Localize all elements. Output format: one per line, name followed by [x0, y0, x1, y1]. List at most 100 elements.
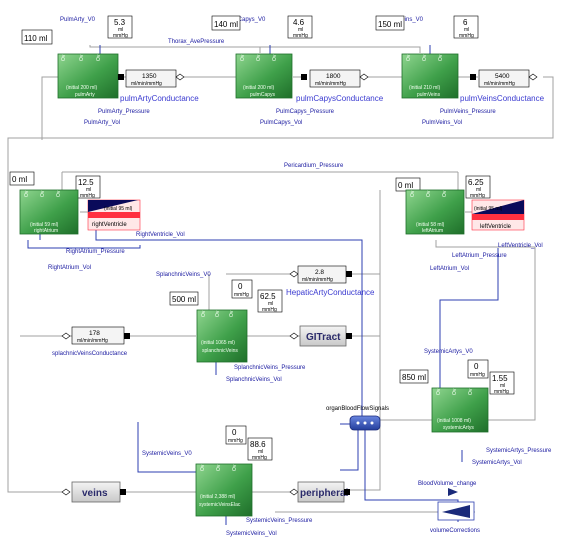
systemicartys-compliance-unit-top: ml	[500, 383, 505, 389]
systemicveins-port-tag-1: Ov	[200, 464, 206, 471]
leftventricle-initial: (initial 95 ml)	[474, 206, 503, 212]
pulmveins-v0-value: 150 ml	[378, 20, 402, 29]
systemicveins-compliance-unit-bottom: mmHg	[252, 455, 267, 461]
pulmveins-compliance-unit-top: ml	[464, 27, 469, 33]
splanchnicveins-component[interactable]: SplanchnicVeins_V0 500 ml 0 mmHg 62.5 ml…	[156, 272, 306, 383]
splanchnicveins-compliance-unit-top: ml	[268, 301, 273, 307]
splanchnicveins-port-tag-2: Ov	[215, 310, 221, 317]
splanchnicveins-ext-unit: mmHg	[234, 292, 249, 298]
pulmcapysconductance-value: 1800	[326, 73, 341, 80]
leftatrium-port-tag-1: Ov	[410, 190, 416, 197]
organbloodflowsignals-bus[interactable]: organBloodFlowSignals	[326, 406, 389, 431]
rightventricle-initial: (initial 95 ml)	[104, 206, 133, 212]
gitract-label: GITract	[306, 332, 341, 343]
leftventricle-component[interactable]: (initial 95 ml) leftVentricle LeftVentri…	[471, 199, 543, 249]
splanchnicveins-ext-value: 0	[238, 282, 243, 291]
pulmveinsconductance-component[interactable]: 5400 ml/min/mmHg pulmVeinsConductance	[460, 69, 545, 103]
splanchnicveins-vol-label: SplanchnicVeins_Vol	[226, 377, 282, 383]
volumecorrections-component[interactable]: BloodVolume_change volumeCorrections	[418, 481, 480, 534]
rightatrium-initial: (initial 59 ml)	[30, 222, 59, 228]
splanchnicveins-pressure-label: SplanchnicVeins_Pressure	[234, 365, 306, 371]
pulmarty-compliance-unit-top: ml	[118, 27, 123, 33]
systemicartys-component[interactable]: SystemicArtys_V0 850 ml 0 mmHg 1.55 ml m…	[399, 349, 552, 466]
pulmcapys-compliance-unit-top: ml	[298, 27, 303, 33]
systemicartys-pressure-label: SystemicArtys_Pressure	[486, 448, 552, 454]
systemicartys-port-tag-2: Ov	[452, 388, 458, 395]
rightventricle-component[interactable]: (initial 95 ml) rightVentricle RightVent…	[87, 199, 185, 238]
gitract-block[interactable]: GITract	[289, 325, 352, 347]
pulmveins-port-tag-3: Ov	[438, 54, 444, 61]
pulmcapys-port-tag-2: Ov	[256, 54, 262, 61]
pulmveins-port-tag-1: Ov	[406, 54, 412, 61]
systemicveins-pressure-label: SystemicVeins_Pressure	[246, 518, 313, 524]
pulmcapys-component[interactable]: 140 ml 4.6 ml mmHg Ov Ov Ov (initial 200…	[211, 15, 335, 126]
pulmcapys-initial: (initial 200 ml)	[243, 85, 274, 91]
systemicveins-name: systemicVeinsElac	[199, 502, 241, 508]
leftatrium-name: leftAtrium	[422, 228, 443, 234]
pulmveins-port-tag-2: Ov	[422, 54, 428, 61]
systemicveins-ext-value: 0	[232, 428, 237, 437]
systemicveins-compliance-value: 88.6	[250, 440, 266, 449]
splachnicveinsconductance-name: splachnicVeinsConductance	[52, 351, 128, 357]
splachnicveinsconductance-component[interactable]: 178 ml/min/mmHg splachnicVeinsConductanc…	[52, 326, 130, 357]
hepaticartyconductance-component[interactable]: 2.8 ml/min/mmHg HepaticArtyConductance	[286, 265, 375, 297]
pulmveins-compliance-unit-bottom: mmHg	[459, 33, 474, 39]
splanchnicveins-v0-label: SplanchnicVeins_V0	[156, 272, 211, 278]
rightatrium-compliance-value: 12.5	[78, 178, 94, 187]
pulmartyconductance-value: 1350	[142, 73, 157, 80]
leftventricle-vol-label: LeftVentricle_Vol	[498, 243, 543, 249]
grey-wires	[7, 45, 554, 513]
pulmarty-pressure-label: PulmArty_Pressure	[98, 109, 150, 115]
leftatrium-port-tag-3: Ov	[442, 190, 448, 197]
systemicartys-name: systemicArtys	[443, 425, 474, 431]
pulmarty-component[interactable]: 110 ml 5.3 ml mmHg Ov Ov Ov (initial 200…	[21, 15, 150, 126]
systemicartys-v0-label: SystemicArtys_V0	[424, 349, 473, 355]
pulmarty-compliance-unit-bottom: mmHg	[113, 33, 128, 39]
systemicveins-ext-unit: mmHg	[228, 438, 243, 444]
systemicveins-vol-label: SystemicVeins_Vol	[226, 531, 277, 537]
pulmveins-component[interactable]: 150 ml 6 ml mmHg Ov Ov Ov (initial 210 m…	[375, 15, 496, 126]
pulmcapysconductance-unit: ml/min/mmHg	[315, 81, 346, 87]
rightatrium-v0-value: 0 ml	[12, 175, 27, 184]
systemicveins-port-tag-3: Ov	[232, 464, 238, 471]
pulmveins-vol-label: PulmVeins_Vol	[422, 120, 462, 126]
systemicartys-vol-label: SystemicArtys_Vol	[472, 460, 522, 466]
pulmcapysconductance-component[interactable]: 1800 ml/min/mmHg pulmCapysConductance	[296, 69, 384, 103]
systemicartys-ext-value: 0	[474, 362, 479, 371]
systemicartys-port-tag-3: Ov	[468, 388, 474, 395]
leftatrium-vol-label: LeftAtrium_Vol	[430, 266, 469, 272]
pulmarty-port-tag-2: Ov	[79, 54, 85, 61]
systemicveinselac-component[interactable]: SystemicVeins_V0 0 mmHg 88.6 ml mmHg Ov …	[142, 425, 313, 537]
hepaticartyconductance-unit: ml/min/mmHg	[302, 277, 333, 283]
rightatrium-component[interactable]: 0 ml 12.5 ml mmHg Ov Ov Ov (initial 59 m…	[9, 171, 125, 271]
pulmveins-compliance-value: 6	[463, 18, 468, 27]
leftatrium-compliance-unit-bottom: mmHg	[470, 193, 485, 199]
splanchnicveins-port-tag-1: Ov	[201, 310, 207, 317]
pulmarty-initial: (initial 200 ml)	[66, 85, 97, 91]
pulmveins-initial: (initial 210 ml)	[409, 85, 440, 91]
peripheral-block[interactable]: peripheral	[289, 481, 350, 503]
hepaticartyconductance-name: HepaticArtyConductance	[286, 288, 375, 297]
rightatrium-compliance-unit-top: ml	[86, 187, 91, 193]
pericardium-pressure-label: Pericardium_Pressure	[284, 163, 344, 169]
peripheral-label: peripheral	[300, 488, 349, 499]
splanchnicveins-name: splanchnicVeins	[202, 348, 238, 354]
leftatrium-component[interactable]: 0 ml 6.25 ml mmHg Ov Ov Ov (initial 58 m…	[395, 175, 507, 272]
splanchnicveins-compliance-unit-bottom: mmHg	[262, 307, 277, 313]
pulmartyconductance-component[interactable]: 1350 ml/min/mmHg pulmArtyConductance	[118, 69, 199, 103]
veins-block[interactable]: veins	[61, 481, 126, 503]
pulmveins-pressure-label: PulmVeins_Pressure	[440, 109, 496, 115]
hepaticartyconductance-value: 2.8	[315, 269, 324, 276]
rightatrium-port-tag-2: Ov	[40, 190, 46, 197]
splanchnicveins-v0-value: 500 ml	[172, 295, 196, 304]
systemicveins-compliance-unit-top: ml	[258, 449, 263, 455]
leftventricle-name: leftVentricle	[480, 224, 512, 230]
pulmarty-compliance-value: 5.3	[114, 18, 126, 27]
splachnicveinsconductance-value: 178	[89, 330, 100, 337]
organbloodflowsignals-label: organBloodFlowSignals	[326, 406, 389, 412]
systemicveins-v0-label: SystemicVeins_V0	[142, 451, 192, 457]
pulmcapys-compliance-value: 4.6	[293, 18, 305, 27]
rightatrium-compliance-unit-bottom: mmHg	[80, 193, 95, 199]
pulmcapys-v0-value: 140 ml	[214, 20, 238, 29]
rightventricle-vol-label: RightVentricle_Vol	[136, 232, 185, 238]
